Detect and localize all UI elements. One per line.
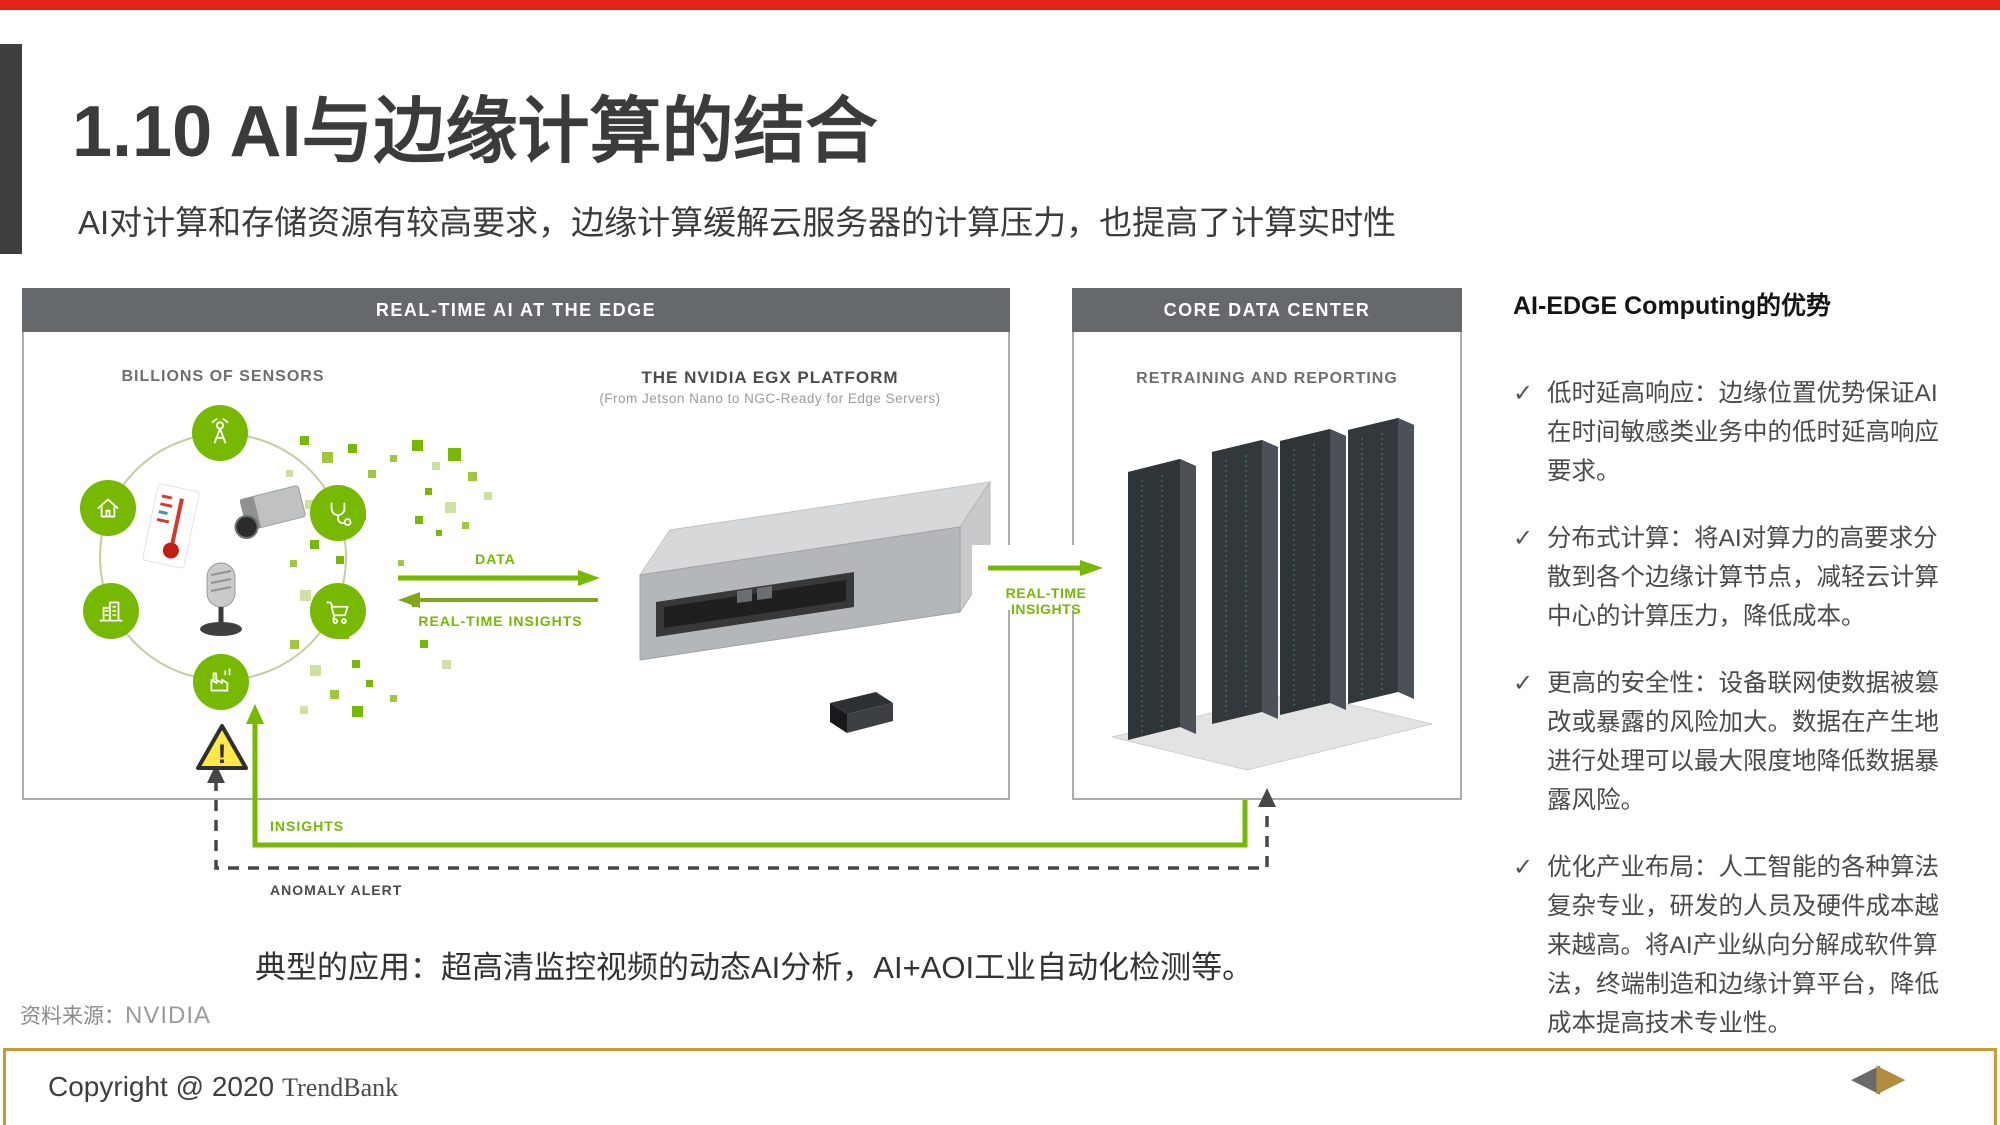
sensor-badge <box>193 654 249 710</box>
sensor-badge <box>83 583 139 639</box>
anomaly-line-label: ANOMALY ALERT <box>270 882 403 898</box>
retraining-label: RETRAINING AND REPORTING <box>1136 370 1398 387</box>
edge-panel-header: REAL-TIME AI AT THE EDGE <box>22 288 1010 332</box>
page-subtitle: AI对计算和存储资源有较高要求，边缘计算缓解云服务器的计算压力，也提高了计算实时… <box>78 204 1397 241</box>
core-panel-header: CORE DATA CENTER <box>1072 288 1462 332</box>
between-arrow-label: REAL-TIME INSIGHTS <box>1005 585 1087 617</box>
check-icon: ✓ <box>1513 670 1534 697</box>
advantage-text: 分布式计算：将AI对算力的高要求分散到各个边缘计算节点，减轻云计算中心的计算压力… <box>1547 525 1939 630</box>
brand-name: TrendBank <box>282 1073 399 1102</box>
advantage-text: 优化产业布局：人工智能的各种算法复杂专业，研发的人员及硬件成本越来越高。将AI产… <box>1547 854 1939 1037</box>
advantage-item: ✓ 优化产业布局：人工智能的各种算法复杂专业，研发的人员及硬件成本越来越高。将A… <box>1513 848 1950 1043</box>
city-buildings-icon <box>99 601 123 622</box>
insights-line-label: INSIGHTS <box>270 818 345 834</box>
advantage-text: 低时延高响应：边缘位置优势保证AI在时间敏感类业务中的低时延高响应要求。 <box>1547 380 1939 485</box>
broadcast-tower-icon <box>211 418 229 444</box>
slide-navigation: ◀▶ <box>1851 1059 1905 1097</box>
core-panel <box>1072 332 1462 800</box>
platform-title: THE NVIDIA EGX PLATFORM <box>641 368 899 387</box>
data-arrow-label: DATA <box>475 551 516 567</box>
factory-icon <box>210 668 231 692</box>
advantage-item: ✓ 分布式计算：将AI对算力的高要求分散到各个边缘计算节点，减轻云计算中心的计算… <box>1513 519 1950 636</box>
sensor-badge <box>80 480 136 536</box>
sidebar-title: AI-EDGE Computing的优势 <box>1513 292 1832 320</box>
check-icon: ✓ <box>1513 525 1534 552</box>
home-icon <box>97 498 119 518</box>
check-icon: ✓ <box>1513 854 1534 881</box>
next-slide-button[interactable]: ▶ <box>1876 1057 1906 1099</box>
title-accent-bar <box>0 44 22 254</box>
stethoscope-icon <box>330 502 352 526</box>
sensors-label: BILLIONS OF SENSORS <box>121 368 325 385</box>
application-note: 典型的应用：超高清监控视频的动态AI分析，AI+AOI工业自动化检测等。 <box>255 950 1254 985</box>
realtime-insights-label: REAL-TIME INSIGHTS <box>418 613 583 629</box>
advantage-item: ✓ 更高的安全性：设备联网使数据被篡改或暴露的风险加大。数据在产生地进行处理可以… <box>1513 664 1950 820</box>
source-line: 资料来源：NVIDIA <box>20 1000 211 1030</box>
prev-slide-button[interactable]: ◀ <box>1851 1057 1881 1099</box>
check-icon: ✓ <box>1513 380 1534 407</box>
sensor-badge <box>192 405 248 461</box>
sensor-badge <box>310 583 366 639</box>
shopping-cart-icon <box>326 601 349 624</box>
advantage-text: 更高的安全性：设备联网使数据被篡改或暴露的风险加大。数据在产生地进行处理可以最大… <box>1547 670 1939 814</box>
source-value: NVIDIA <box>125 1002 212 1029</box>
page-title: 1.10 AI与边缘计算的结合 <box>72 92 878 172</box>
platform-subtitle: (From Jetson Nano to NGC-Ready for Edge … <box>599 391 941 406</box>
sidebar-advantages: AI-EDGE Computing的优势 ✓ 低时延高响应：边缘位置优势保证AI… <box>1513 286 1950 1071</box>
top-accent-bar <box>0 0 2000 10</box>
source-label: 资料来源： <box>20 1005 125 1028</box>
advantage-item: ✓ 低时延高响应：边缘位置优势保证AI在时间敏感类业务中的低时延高响应要求。 <box>1513 374 1950 491</box>
copyright-label: Copyright @ 2020 <box>48 1071 275 1102</box>
sensor-badge <box>310 485 366 541</box>
